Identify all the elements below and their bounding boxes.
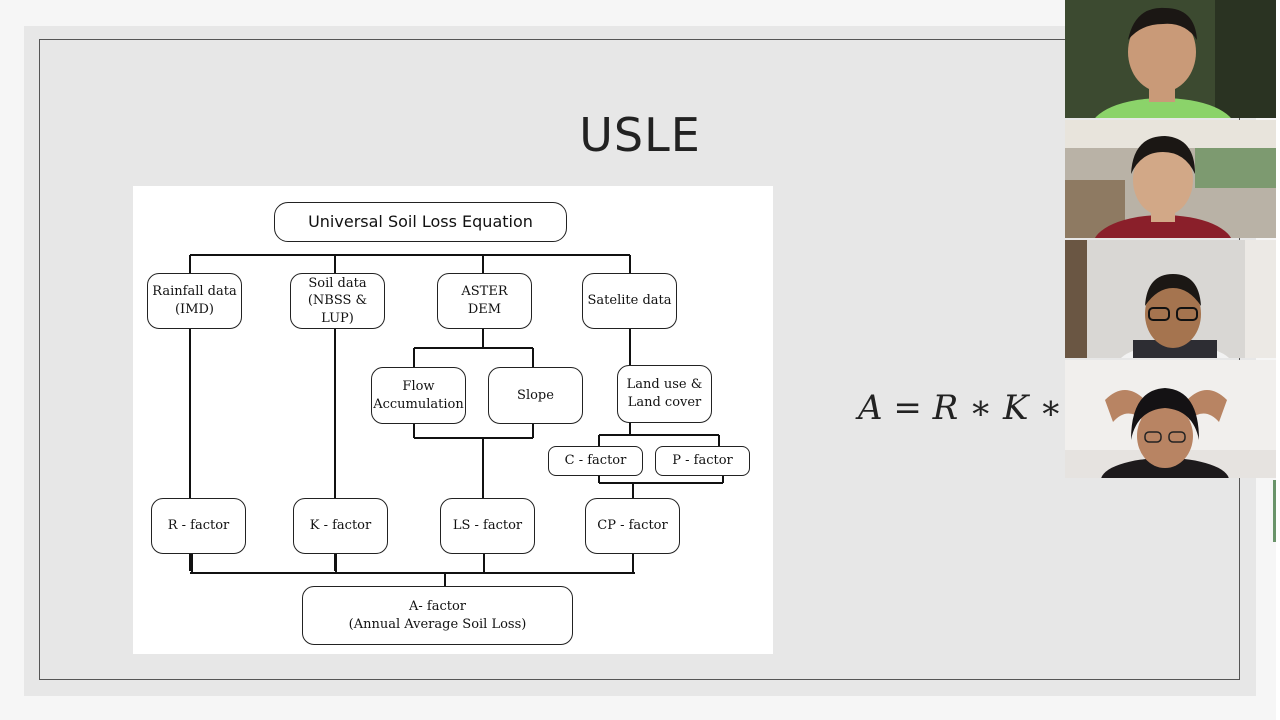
cp-factor-node: CP - factor bbox=[585, 498, 680, 554]
participant-video-4[interactable] bbox=[1065, 360, 1276, 478]
slope-node: Slope bbox=[488, 367, 583, 424]
participant-1-avatar bbox=[1065, 0, 1276, 118]
satellite-data-node: Satelite data bbox=[582, 273, 677, 329]
p-factor-node: P - factor bbox=[655, 446, 750, 476]
usle-flow-diagram: Universal Soil Loss Equation Rainfall da… bbox=[133, 186, 773, 654]
universal-soil-loss-equation-node: Universal Soil Loss Equation bbox=[274, 202, 567, 242]
window-edge bbox=[1276, 0, 1280, 720]
ls-factor-node: LS - factor bbox=[440, 498, 535, 554]
participant-2-avatar bbox=[1065, 120, 1276, 238]
participant-4-avatar bbox=[1065, 360, 1276, 478]
participant-video-3[interactable] bbox=[1065, 240, 1276, 358]
participant-3-avatar bbox=[1065, 240, 1276, 358]
usle-formula: A = R ∗ K ∗ L bbox=[858, 388, 1096, 428]
r-factor-node: R - factor bbox=[151, 498, 246, 554]
flow-accumulation-node: Flow Accumulation bbox=[371, 367, 466, 424]
participant-video-1[interactable] bbox=[1065, 0, 1276, 118]
aster-dem-node: ASTER DEM bbox=[437, 273, 532, 329]
slide-title: USLE bbox=[579, 108, 701, 162]
scrollbar-indicator[interactable] bbox=[1273, 480, 1276, 542]
slide-frame bbox=[39, 39, 1240, 680]
land-use-land-cover-node: Land use & Land cover bbox=[617, 365, 712, 423]
video-participant-panel bbox=[1065, 0, 1276, 478]
c-factor-node: C - factor bbox=[548, 446, 643, 476]
a-factor-node: A- factor (Annual Average Soil Loss) bbox=[302, 586, 573, 645]
k-factor-node: K - factor bbox=[293, 498, 388, 554]
soil-data-node: Soil data (NBSS & LUP) bbox=[290, 273, 385, 329]
participant-video-2[interactable] bbox=[1065, 120, 1276, 238]
rainfall-data-node: Rainfall data (IMD) bbox=[147, 273, 242, 329]
